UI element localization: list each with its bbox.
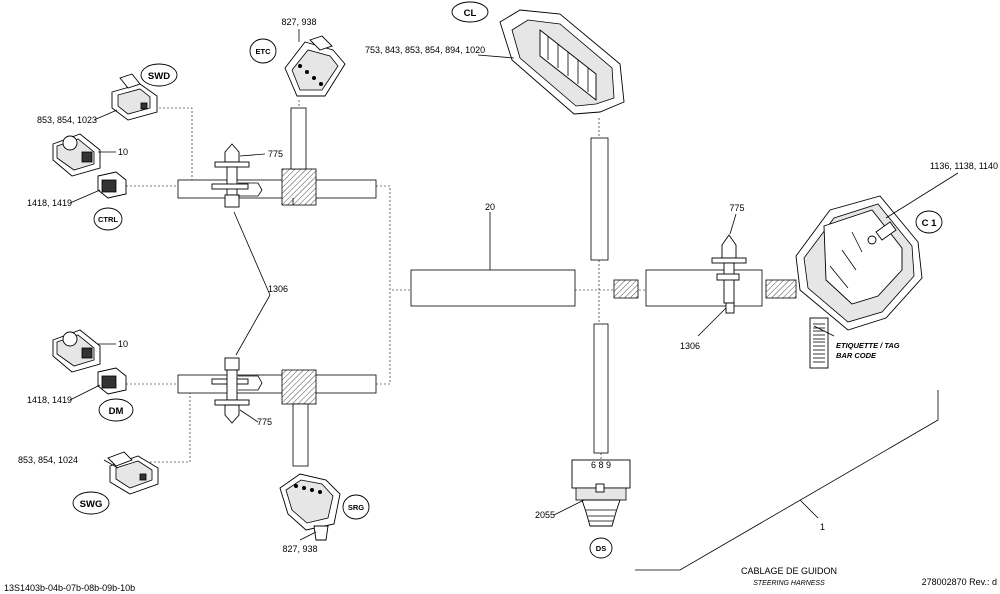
- label-dm-conn-b: 1418, 1419: [27, 395, 72, 405]
- label-tie-wrap: 1306: [268, 284, 288, 294]
- svg-text:DS: DS: [596, 544, 606, 553]
- swg-connector: [107, 451, 159, 495]
- c1-connector: [795, 195, 923, 331]
- ds-connector: [571, 459, 631, 527]
- tag-ctrl: CTRL: [93, 207, 123, 231]
- barcode-tag: [809, 317, 829, 369]
- label-ds-pins: 6 8 9: [591, 460, 611, 470]
- upper-left-branch: [177, 107, 377, 208]
- tag-cl: CL: [451, 1, 489, 23]
- label-harness-item: 1: [820, 522, 825, 532]
- tag-etc: ETC: [249, 38, 277, 64]
- label-c1-tie-wrap: 1306: [680, 341, 700, 351]
- label-etc-parts: 827, 938: [281, 17, 316, 27]
- label-dm-conn-a: 10: [118, 339, 128, 349]
- clip-775-right: [711, 234, 747, 314]
- label-ds-parts: 2055: [535, 510, 555, 520]
- label-cl-parts: 753, 843, 853, 854, 894, 1020: [365, 45, 485, 55]
- label-branch-main: 20: [485, 202, 495, 212]
- tag-ds: DS: [589, 537, 613, 559]
- ctrl-connector-1418: [97, 171, 127, 199]
- srg-connector: [279, 473, 341, 541]
- lower-left-branch: [177, 357, 377, 467]
- clip-775-lower: [211, 357, 250, 424]
- label-swd-parts: 853, 854, 1023: [37, 115, 97, 125]
- label-srg-clip: 775: [257, 417, 272, 427]
- svg-text:CL: CL: [464, 8, 477, 19]
- svg-text:C 1: C 1: [922, 218, 938, 229]
- right-branch: [613, 234, 797, 314]
- harness-subtitle: STEERING HARNESS: [753, 580, 825, 587]
- drawing-id: 13S1403b-04b-07b-08b-09b-10b: [4, 583, 135, 593]
- svg-text:ETC: ETC: [256, 47, 272, 56]
- swd-connector: [111, 73, 158, 121]
- dm-connector-1418: [97, 367, 127, 395]
- label-etc-clip: 775: [268, 149, 283, 159]
- tag-swd: SWD: [140, 63, 178, 87]
- label-ctrl-conn-a: 10: [118, 147, 128, 157]
- svg-text:SRG: SRG: [348, 503, 364, 512]
- tag-swg: SWG: [72, 491, 110, 515]
- tag-srg: SRG: [342, 494, 370, 520]
- label-ctrl-conn-b: 1418, 1419: [27, 198, 72, 208]
- barcode-label-line2: BAR CODE: [836, 351, 877, 360]
- svg-text:SWG: SWG: [80, 499, 103, 510]
- cl-connector: [499, 9, 625, 115]
- center-branch: [410, 118, 646, 460]
- label-swg-parts: 853, 854, 1024: [18, 455, 78, 465]
- barcode-label-line1: ETIQUETTE / TAG: [836, 341, 900, 350]
- label-c1-clip: 775: [729, 203, 744, 213]
- leader-lines: [69, 29, 959, 571]
- tag-dm: DM: [98, 398, 134, 422]
- harness-title: CABLAGE DE GUIDON: [741, 566, 837, 576]
- tag-c1: C 1: [915, 210, 943, 234]
- svg-text:SWD: SWD: [148, 71, 170, 82]
- dm-connector-10: [52, 329, 101, 373]
- part-number-revision: 278002870 Rev.: d: [922, 577, 997, 587]
- svg-text:DM: DM: [109, 406, 124, 417]
- svg-text:CTRL: CTRL: [98, 215, 118, 224]
- label-c1-parts: 1136, 1138, 1140: [930, 161, 998, 171]
- clip-775-upper: [211, 143, 250, 208]
- label-srg-parts: 827, 938: [282, 544, 317, 554]
- ctrl-connector-10: [52, 133, 101, 177]
- etc-connector: [284, 35, 346, 97]
